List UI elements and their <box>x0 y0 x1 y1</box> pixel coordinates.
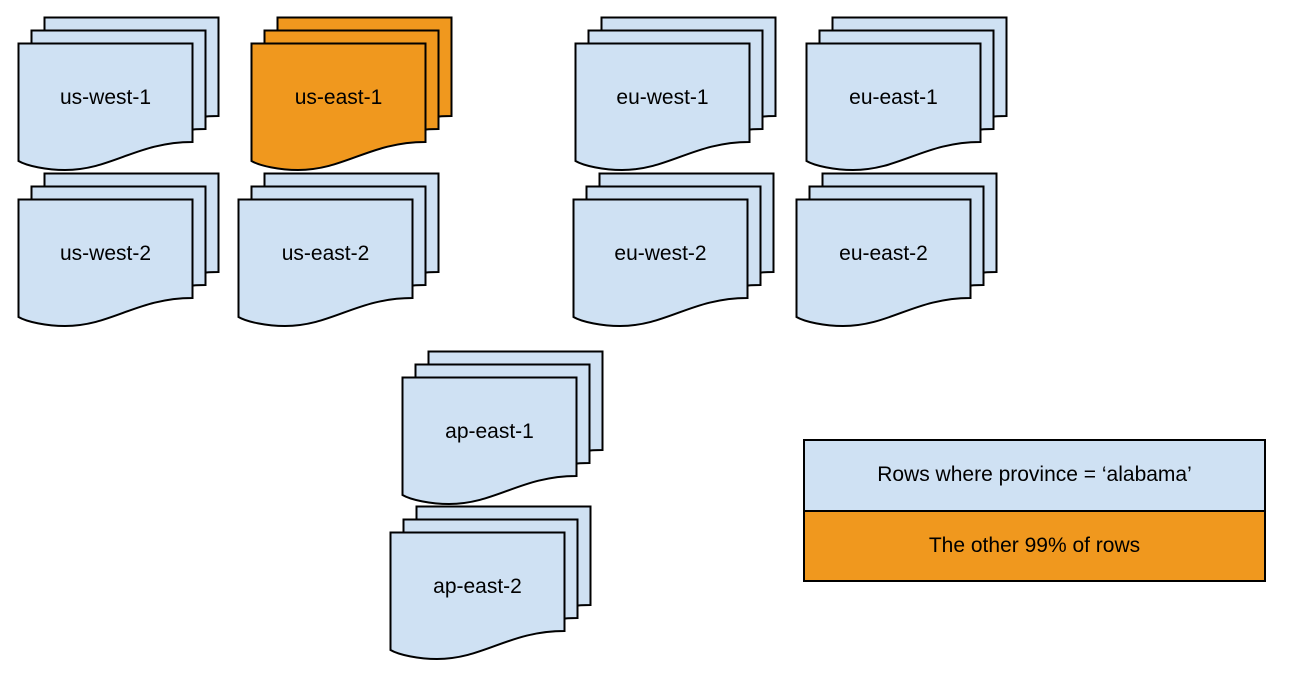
region-stack-ap-east-1: ap-east-1 <box>401 350 604 507</box>
document-shape-icon <box>389 531 566 661</box>
legend-label-alabama: Rows where province = ‘alabama’ <box>877 463 1192 487</box>
region-stack-eu-east-2: eu-east-2 <box>795 172 998 329</box>
document-shape-icon <box>795 198 972 328</box>
region-stack-eu-west-2: eu-west-2 <box>572 172 775 329</box>
region-stack-us-west-2: us-west-2 <box>17 172 220 329</box>
document-shape-icon <box>237 198 414 328</box>
legend-row-other-rows: The other 99% of rows <box>805 511 1264 580</box>
region-stack-us-east-1: us-east-1 <box>250 16 453 173</box>
region-stack-us-east-2: us-east-2 <box>237 172 440 329</box>
document-shape-icon <box>805 42 982 172</box>
document-shape-icon <box>574 42 751 172</box>
legend: Rows where province = ‘alabama’ The othe… <box>803 439 1266 582</box>
region-stack-eu-east-1: eu-east-1 <box>805 16 1008 173</box>
document-shape-icon <box>401 376 578 506</box>
region-stack-eu-west-1: eu-west-1 <box>574 16 777 173</box>
legend-label-other-rows: The other 99% of rows <box>928 533 1141 557</box>
region-stack-us-west-1: us-west-1 <box>17 16 220 173</box>
region-stack-ap-east-2: ap-east-2 <box>389 505 592 662</box>
document-shape-icon <box>572 198 749 328</box>
document-shape-icon <box>17 42 194 172</box>
document-shape-icon <box>17 198 194 328</box>
legend-row-alabama: Rows where province = ‘alabama’ <box>805 441 1264 512</box>
document-shape-icon <box>250 42 427 172</box>
